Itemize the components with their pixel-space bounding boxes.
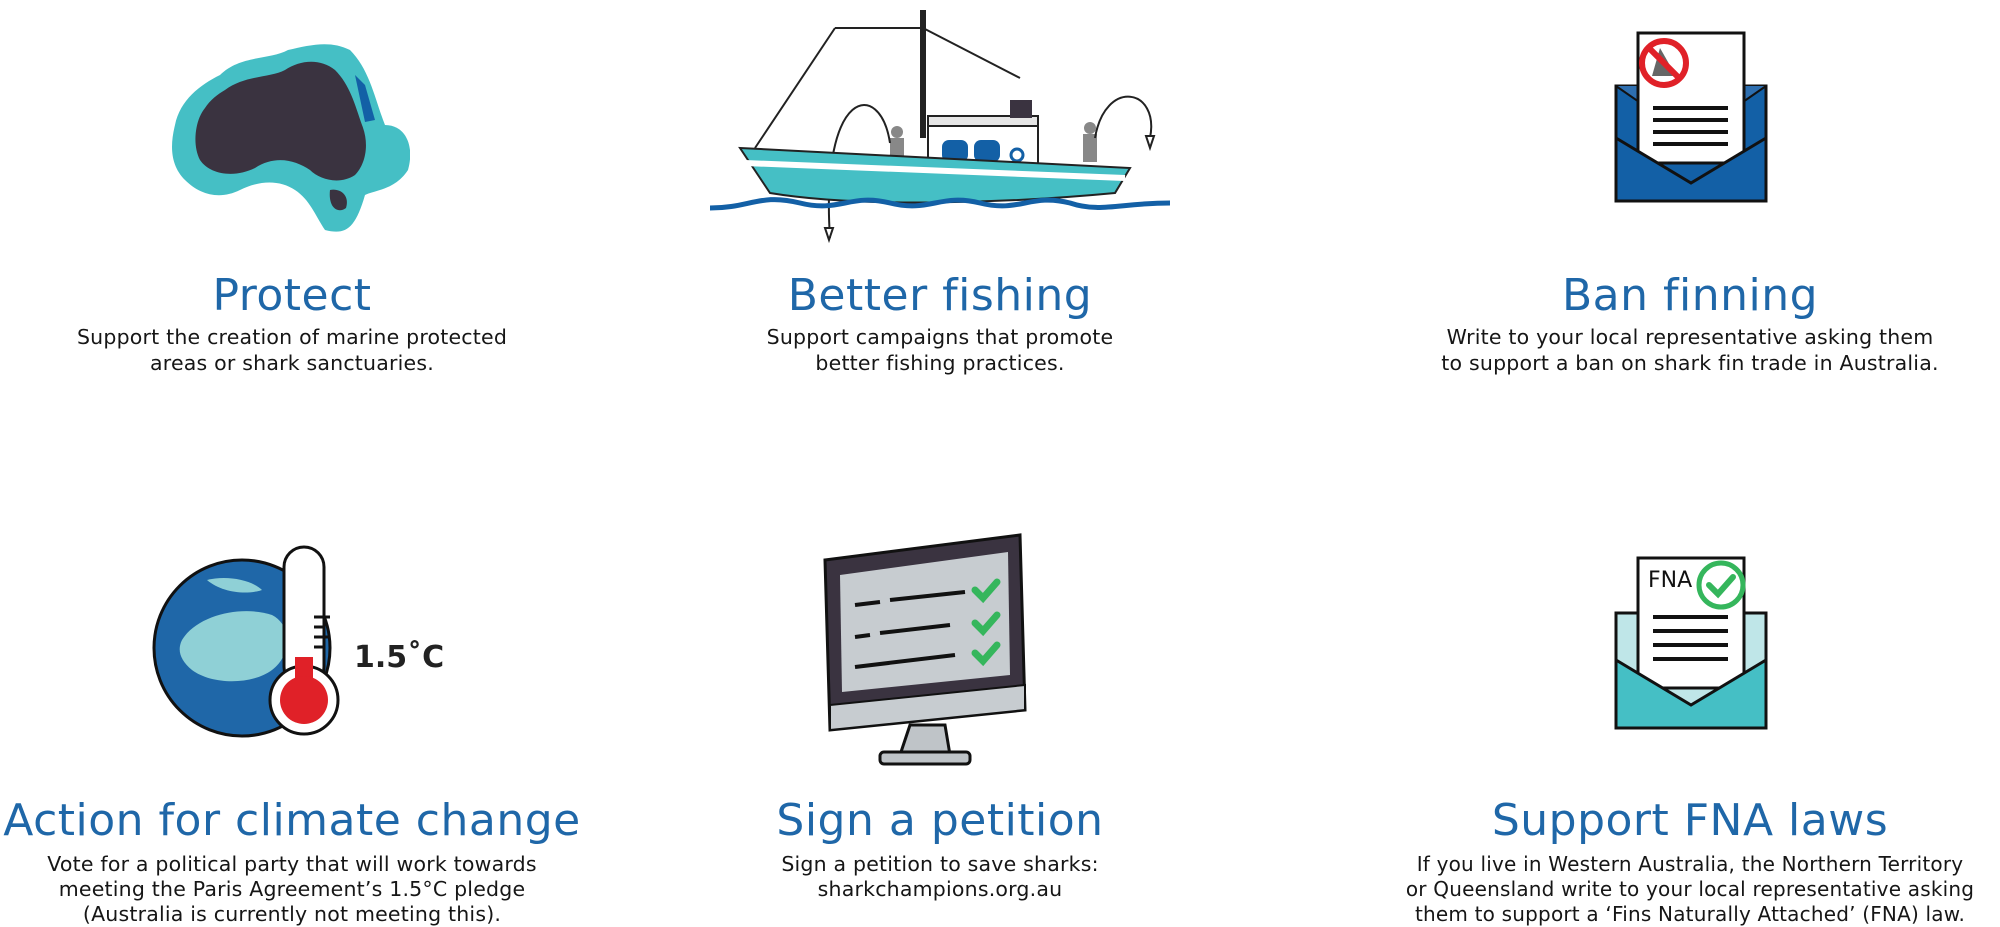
card-title: Ban finning bbox=[1561, 270, 1819, 321]
card-description-fna: If you live in Western Australia, the No… bbox=[1405, 852, 1975, 926]
letter-fna-check-icon bbox=[1614, 556, 1768, 730]
card-title: Better fishing bbox=[787, 270, 1093, 321]
card-description: Support campaigns that promote better fi… bbox=[766, 325, 1114, 375]
card-description-climate: Vote for a political party that will wor… bbox=[47, 852, 537, 926]
card-title: Support FNA laws bbox=[1491, 795, 1889, 846]
australia-map-icon bbox=[172, 44, 410, 232]
temperature-label: 1.5˚C bbox=[354, 640, 445, 675]
card-description: Write to your local representative askin… bbox=[1441, 325, 1939, 375]
card-description: Support the creation of marine protected… bbox=[76, 325, 508, 375]
letter-label: FNA bbox=[1648, 568, 1693, 593]
globe-thermometer-icon bbox=[152, 545, 340, 738]
fishing-boat-icon bbox=[710, 10, 1170, 244]
letter-no-fin-icon bbox=[1614, 31, 1768, 203]
card-title: Action for climate change bbox=[3, 795, 581, 846]
card-description-petition: Sign a petition to save sharks: sharkcha… bbox=[781, 852, 1099, 901]
card-title: Protect bbox=[212, 270, 372, 321]
monitor-checklist-icon bbox=[823, 533, 1027, 766]
card-title: Sign a petition bbox=[776, 795, 1104, 846]
